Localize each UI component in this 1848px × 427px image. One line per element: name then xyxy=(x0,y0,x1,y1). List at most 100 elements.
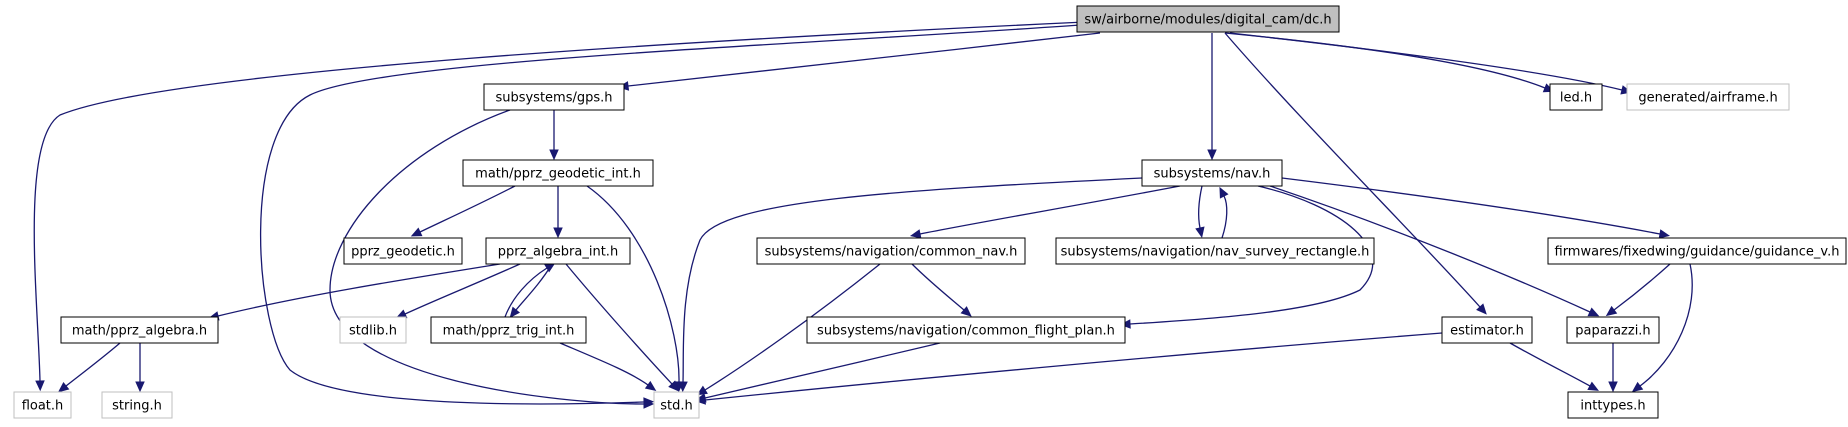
node-inttypes[interactable]: inttypes.h xyxy=(1567,391,1659,419)
edge-line xyxy=(1224,32,1546,89)
edge-line xyxy=(704,342,941,399)
node-label: pprz_algebra_int.h xyxy=(498,245,618,260)
arrowhead-icon xyxy=(549,149,559,161)
arrowhead-icon xyxy=(694,395,706,405)
edge-line xyxy=(682,177,1143,383)
node-trig-int[interactable]: math/pprz_trig_int.h xyxy=(430,316,587,344)
node-label: estimator.h xyxy=(1450,324,1524,339)
edge-nav-to-nav_survey xyxy=(1195,185,1205,239)
edge-nav-to-paparazzi xyxy=(1269,185,1600,317)
node-label: subsystems/navigation/common_nav.h xyxy=(765,245,1018,260)
edge-nav-to-common_nav xyxy=(909,185,1181,239)
node-box xyxy=(1441,316,1533,344)
edge-nav_survey-to-nav xyxy=(1219,186,1229,239)
arrowhead-icon xyxy=(668,380,679,392)
arrowhead-icon xyxy=(35,380,45,392)
arrowhead-icon xyxy=(643,399,655,409)
edge-gps-to-stdh xyxy=(329,109,655,409)
node-gps[interactable]: subsystems/gps.h xyxy=(483,83,625,111)
node-guidance-v[interactable]: firmwares/fixedwing/guidance/guidance_v.… xyxy=(1547,237,1847,265)
node-box xyxy=(1076,5,1340,33)
node-stdh[interactable]: std.h xyxy=(653,391,700,419)
edge-geodetic_int-to-geodetic xyxy=(410,185,516,237)
node-common-nav[interactable]: subsystems/navigation/common_nav.h xyxy=(756,237,1026,265)
arrowhead-icon xyxy=(960,306,972,317)
node-box xyxy=(1567,391,1659,419)
node-led[interactable]: led.h xyxy=(1549,83,1603,111)
node-box xyxy=(756,237,1026,265)
edge-guidance_v-to-inttypes xyxy=(1631,263,1693,393)
node-label: paparazzi.h xyxy=(1575,324,1650,339)
arrowhead-icon xyxy=(57,381,70,393)
edge-line xyxy=(704,332,1443,401)
node-string[interactable]: string.h xyxy=(101,391,173,419)
arrowhead-icon xyxy=(1476,303,1487,315)
node-nav[interactable]: subsystems/nav.h xyxy=(1141,159,1283,187)
node-estimator[interactable]: estimator.h xyxy=(1441,316,1533,344)
node-box xyxy=(1141,159,1283,187)
edge-estimator-to-stdh xyxy=(694,332,1443,405)
node-box xyxy=(13,391,72,419)
edge-gps-to-geodetic_int xyxy=(549,110,559,161)
node-box xyxy=(101,391,173,419)
node-box xyxy=(653,391,700,419)
node-nav-survey[interactable]: subsystems/navigation/nav_survey_rectang… xyxy=(1055,237,1375,265)
arrowhead-icon xyxy=(1658,229,1671,239)
node-label: led.h xyxy=(1560,91,1592,106)
arrowhead-icon xyxy=(1219,186,1229,199)
edge-dc-to-nav xyxy=(1207,33,1217,161)
edge-dc-to-gps xyxy=(617,32,1101,91)
edge-line xyxy=(704,263,881,391)
node-box xyxy=(60,316,219,344)
node-airframe[interactable]: generated/airframe.h xyxy=(1626,83,1790,111)
edge-paparazzi-to-inttypes xyxy=(1608,343,1618,393)
edge-line xyxy=(559,342,649,386)
arrowhead-icon xyxy=(1631,381,1644,393)
arrowhead-icon xyxy=(553,227,563,239)
node-label: generated/airframe.h xyxy=(1638,91,1777,106)
arrowhead-icon xyxy=(1195,226,1205,239)
node-geodetic[interactable]: pprz_geodetic.h xyxy=(343,237,463,265)
node-box xyxy=(339,316,407,344)
edge-layer xyxy=(33,21,1693,409)
node-algebra-int[interactable]: pprz_algebra_int.h xyxy=(485,237,631,265)
arrowhead-icon xyxy=(509,306,521,318)
edge-geodetic_int-to-algebra_int xyxy=(553,186,563,239)
edge-line xyxy=(1269,185,1591,313)
node-float[interactable]: float.h xyxy=(13,391,72,419)
node-box xyxy=(343,237,463,265)
arrowhead-icon xyxy=(909,229,922,239)
node-box xyxy=(430,316,587,344)
node-label: std.h xyxy=(660,399,693,414)
node-box xyxy=(1549,83,1603,111)
edge-trig_int-to-stdh xyxy=(559,342,657,392)
edge-line xyxy=(911,263,965,311)
node-label: subsystems/gps.h xyxy=(495,91,612,106)
edge-line xyxy=(1221,195,1228,239)
edge-line xyxy=(1613,263,1671,311)
node-box xyxy=(462,159,654,187)
edge-line xyxy=(1281,177,1661,235)
edge-line xyxy=(1229,32,1623,91)
edge-dc-to-stdh xyxy=(259,24,1081,407)
node-paparazzi[interactable]: paparazzi.h xyxy=(1566,316,1660,344)
arrowhead-icon xyxy=(1207,149,1217,161)
node-geodetic-int[interactable]: math/pprz_geodetic_int.h xyxy=(462,159,654,187)
edge-estimator-to-inttypes xyxy=(1509,342,1599,391)
edge-line xyxy=(504,267,548,318)
node-algebra[interactable]: math/pprz_algebra.h xyxy=(60,316,219,344)
node-layer: sw/airborne/modules/digital_cam/dc.hfloa… xyxy=(13,5,1847,419)
node-label: subsystems/nav.h xyxy=(1154,167,1271,182)
node-label: subsystems/navigation/common_flight_plan… xyxy=(817,324,1115,339)
edge-guidance_v-to-paparazzi xyxy=(1605,263,1671,317)
arrowhead-icon xyxy=(1587,307,1600,317)
edge-common_nav-to-common_fp xyxy=(911,263,972,317)
edge-algebra_int-to-stdlib xyxy=(395,263,521,319)
node-common-fp[interactable]: subsystems/navigation/common_flight_plan… xyxy=(806,316,1126,344)
node-dc[interactable]: sw/airborne/modules/digital_cam/dc.h xyxy=(1076,5,1340,33)
node-label: stdlib.h xyxy=(349,324,397,339)
node-label: subsystems/navigation/nav_survey_rectang… xyxy=(1061,245,1370,260)
node-stdlib[interactable]: stdlib.h xyxy=(339,316,407,344)
edge-dc-to-led xyxy=(1224,32,1555,93)
node-label: math/pprz_trig_int.h xyxy=(443,324,575,339)
